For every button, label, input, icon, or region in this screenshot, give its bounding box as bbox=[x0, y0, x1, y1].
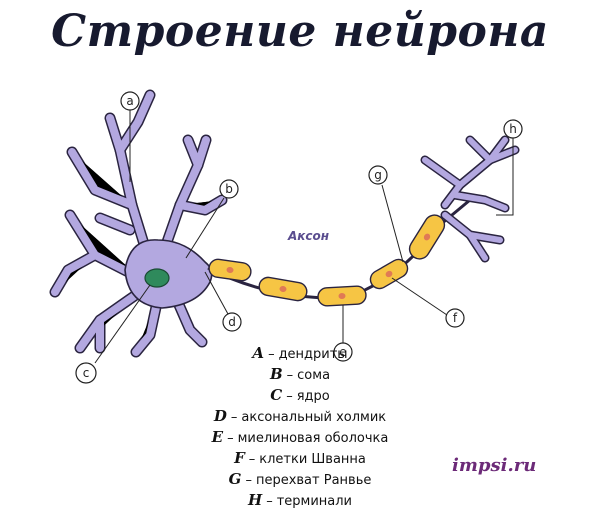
svg-text:e: e bbox=[339, 345, 346, 359]
leader-lines bbox=[94, 110, 514, 364]
svg-text:h: h bbox=[509, 122, 517, 136]
nucleus bbox=[144, 268, 170, 288]
page-title: Строение нейрона bbox=[51, 6, 549, 57]
callout-a: a bbox=[120, 91, 140, 111]
svg-text:c: c bbox=[83, 366, 90, 380]
svg-text:d: d bbox=[228, 315, 236, 329]
svg-text:f: f bbox=[453, 311, 458, 325]
dendrites bbox=[49, 89, 228, 358]
legend-item-a: A–дендриты bbox=[252, 344, 348, 362]
legend-item-c: C–ядро bbox=[270, 386, 330, 404]
callout-d: d bbox=[222, 312, 242, 332]
legend-item-d: D–аксональный холмик bbox=[213, 407, 387, 425]
legend-item-h: H–терминали bbox=[248, 491, 352, 509]
axon-terminals bbox=[420, 135, 520, 263]
svg-text:g: g bbox=[374, 168, 382, 182]
legend: A–дендриты B–сома C–ядро D–аксональный х… bbox=[180, 343, 420, 511]
legend-item-f: F–клетки Шванна bbox=[234, 449, 366, 467]
svg-text:a: a bbox=[126, 94, 133, 108]
myelin-sheath bbox=[208, 214, 446, 307]
callout-g: g bbox=[368, 165, 388, 185]
legend-item-g: G–перехват Ранвье bbox=[228, 470, 372, 488]
legend-item-e: E–миелиновая оболочка bbox=[211, 428, 389, 446]
callout-e: e bbox=[333, 342, 353, 362]
callout-c: c bbox=[75, 362, 97, 384]
brand-logo: impsi.ru bbox=[452, 455, 537, 476]
axon-label: Аксон bbox=[288, 229, 330, 243]
callout-h: h bbox=[503, 119, 523, 139]
callout-f: f bbox=[445, 308, 465, 328]
svg-text:b: b bbox=[225, 182, 233, 196]
legend-item-b: B–сома bbox=[269, 365, 331, 383]
callout-b: b bbox=[219, 179, 239, 199]
